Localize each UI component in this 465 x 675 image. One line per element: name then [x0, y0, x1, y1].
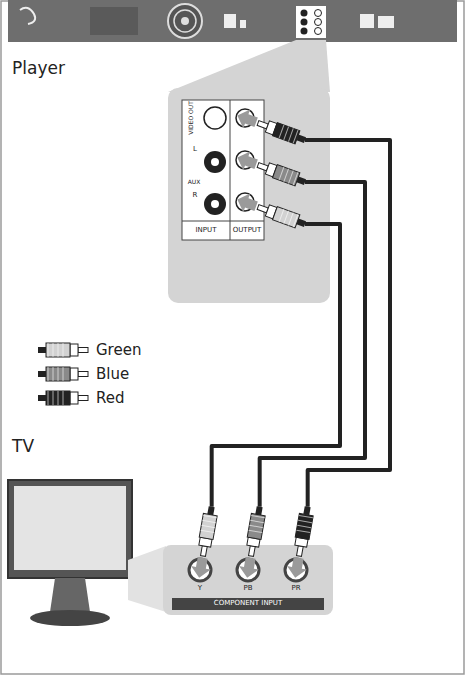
- rca-plug: [234, 106, 308, 149]
- label: AUX: [188, 179, 201, 186]
- rca-plug: [237, 505, 269, 579]
- rca-plug: [234, 148, 308, 191]
- color-swatch: [46, 391, 70, 405]
- cable: [260, 182, 365, 507]
- label: INPUT: [196, 227, 217, 235]
- tv-inset-panel: [163, 545, 333, 615]
- insert-arrow: [234, 106, 260, 132]
- rca-plug: [38, 367, 88, 381]
- label: L: [193, 146, 197, 154]
- input-jacks: [204, 107, 226, 215]
- cable: [305, 140, 390, 507]
- inset-panel: [168, 88, 330, 303]
- insert-arrow: [237, 556, 260, 579]
- label: R: [193, 192, 198, 200]
- legend-text: Red: [96, 390, 125, 407]
- insert-arrow: [189, 556, 212, 579]
- rca-plug: [189, 505, 221, 579]
- legend-text: Green: [96, 342, 141, 359]
- label: PB: [243, 585, 252, 593]
- jack-panel: [182, 100, 264, 240]
- panel-divider: [182, 221, 264, 222]
- legend: [38, 343, 88, 405]
- rca-plug: [38, 391, 88, 405]
- zoom-wedge: [128, 546, 166, 612]
- label: Player: [12, 59, 65, 78]
- insert-arrow: [285, 556, 308, 579]
- cable: [212, 224, 340, 507]
- label: COMPONENT INPUT: [214, 600, 283, 608]
- insert-arrow: [234, 190, 260, 216]
- legend-text: Blue: [96, 366, 129, 383]
- color-swatch: [46, 367, 70, 381]
- rca-plug: [38, 343, 88, 357]
- zoom-wedge: [168, 40, 330, 92]
- label: Y: [198, 585, 202, 593]
- tv-set: [8, 480, 132, 626]
- player-rear-panel: [8, 0, 457, 42]
- label: TV: [12, 437, 34, 456]
- insert-arrow: [234, 148, 260, 174]
- label: OUTPUT: [233, 227, 262, 235]
- label-bar: [172, 598, 324, 610]
- rca-plug: [285, 505, 317, 579]
- color-swatch: [46, 343, 70, 357]
- label: PR: [291, 585, 300, 593]
- label: VIDEO OUT: [188, 101, 195, 135]
- panel-divider: [230, 100, 231, 240]
